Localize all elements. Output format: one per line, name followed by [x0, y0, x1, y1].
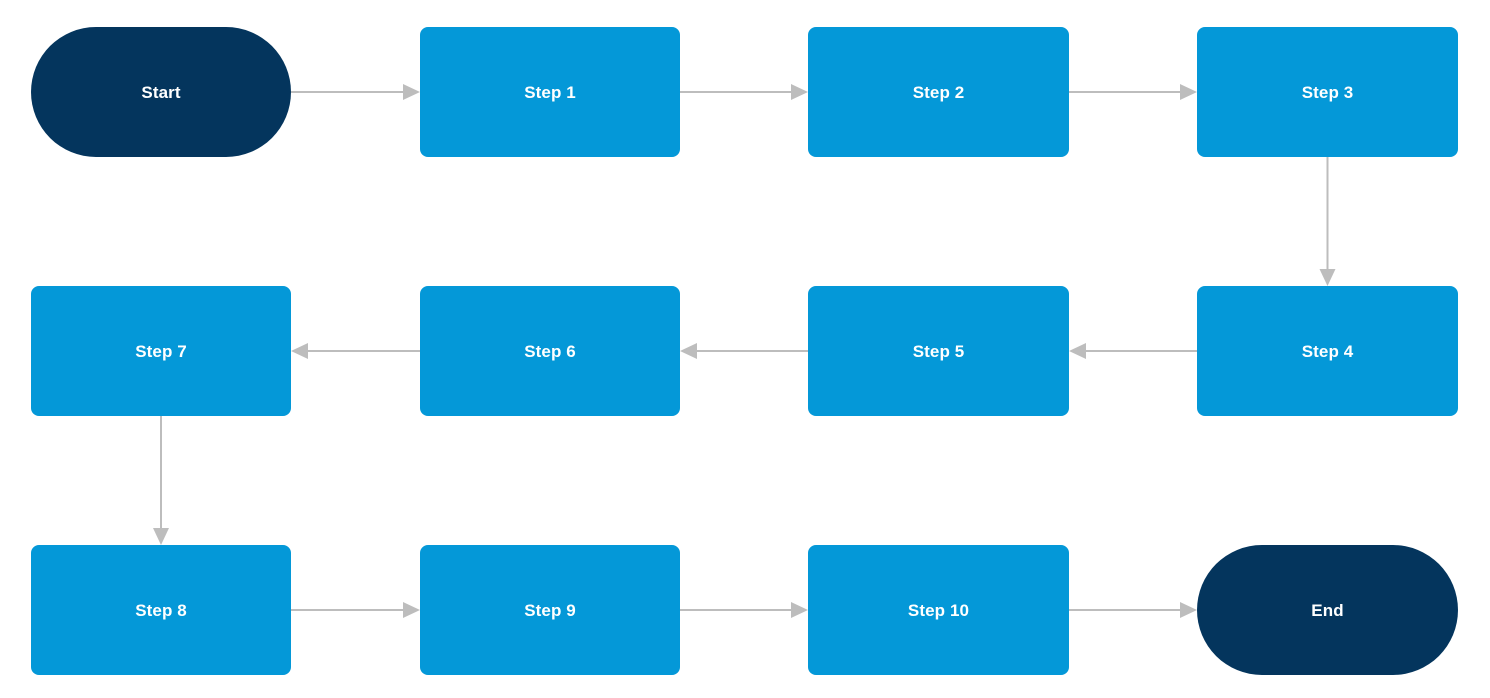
- arrowhead-icon: [1180, 602, 1197, 618]
- node-label: End: [1311, 600, 1344, 620]
- flowchart-node-start[interactable]: Start: [31, 27, 291, 157]
- edge-step9-to-step10: [680, 602, 808, 618]
- node-label: Step 10: [907, 600, 970, 620]
- edge-step5-to-step6: [680, 343, 808, 359]
- arrowhead-icon: [791, 602, 808, 618]
- node-label: Step 2: [912, 82, 965, 102]
- edge-step2-to-step3: [1069, 84, 1197, 100]
- flowchart-node-step2[interactable]: Step 2: [808, 27, 1069, 157]
- node-label: Step 6: [524, 341, 576, 361]
- arrowhead-icon: [1319, 269, 1336, 286]
- edge-step6-to-step7: [291, 343, 420, 359]
- flowchart-node-end[interactable]: End: [1197, 545, 1458, 675]
- node-label: Start: [141, 82, 181, 102]
- flowchart-node-step7[interactable]: Step 7: [31, 286, 291, 416]
- node-label: Step 7: [135, 341, 187, 361]
- flowchart-node-step8[interactable]: Step 8: [31, 545, 291, 675]
- edge-step10-to-end: [1069, 602, 1197, 618]
- arrowhead-icon: [291, 343, 308, 359]
- node-label: Step 5: [912, 341, 965, 361]
- flowchart-node-step6[interactable]: Step 6: [420, 286, 680, 416]
- flowchart-node-step9[interactable]: Step 9: [420, 545, 680, 675]
- edge-step7-to-step8: [153, 416, 169, 545]
- arrowhead-icon: [403, 84, 420, 100]
- arrowhead-icon: [1069, 343, 1086, 359]
- arrowhead-icon: [791, 84, 808, 100]
- arrowhead-icon: [403, 602, 420, 618]
- node-label: Step 1: [524, 82, 576, 102]
- edge-step3-to-step4: [1319, 157, 1336, 286]
- node-label: Step 9: [524, 600, 576, 620]
- flowchart-node-step1[interactable]: Step 1: [420, 27, 680, 157]
- edge-start-to-step1: [291, 84, 420, 100]
- flowchart-node-step4[interactable]: Step 4: [1197, 286, 1458, 416]
- edge-step4-to-step5: [1069, 343, 1197, 359]
- node-label: Step 3: [1301, 82, 1354, 102]
- edge-step1-to-step2: [680, 84, 808, 100]
- edge-step8-to-step9: [291, 602, 420, 618]
- flowchart-node-step5[interactable]: Step 5: [808, 286, 1069, 416]
- node-label: Step 4: [1301, 341, 1354, 361]
- arrowhead-icon: [680, 343, 697, 359]
- arrowhead-icon: [1180, 84, 1197, 100]
- flowchart-node-step10[interactable]: Step 10: [808, 545, 1069, 675]
- node-label: Step 8: [135, 600, 187, 620]
- arrowhead-icon: [153, 528, 169, 545]
- flowchart-node-step3[interactable]: Step 3: [1197, 27, 1458, 157]
